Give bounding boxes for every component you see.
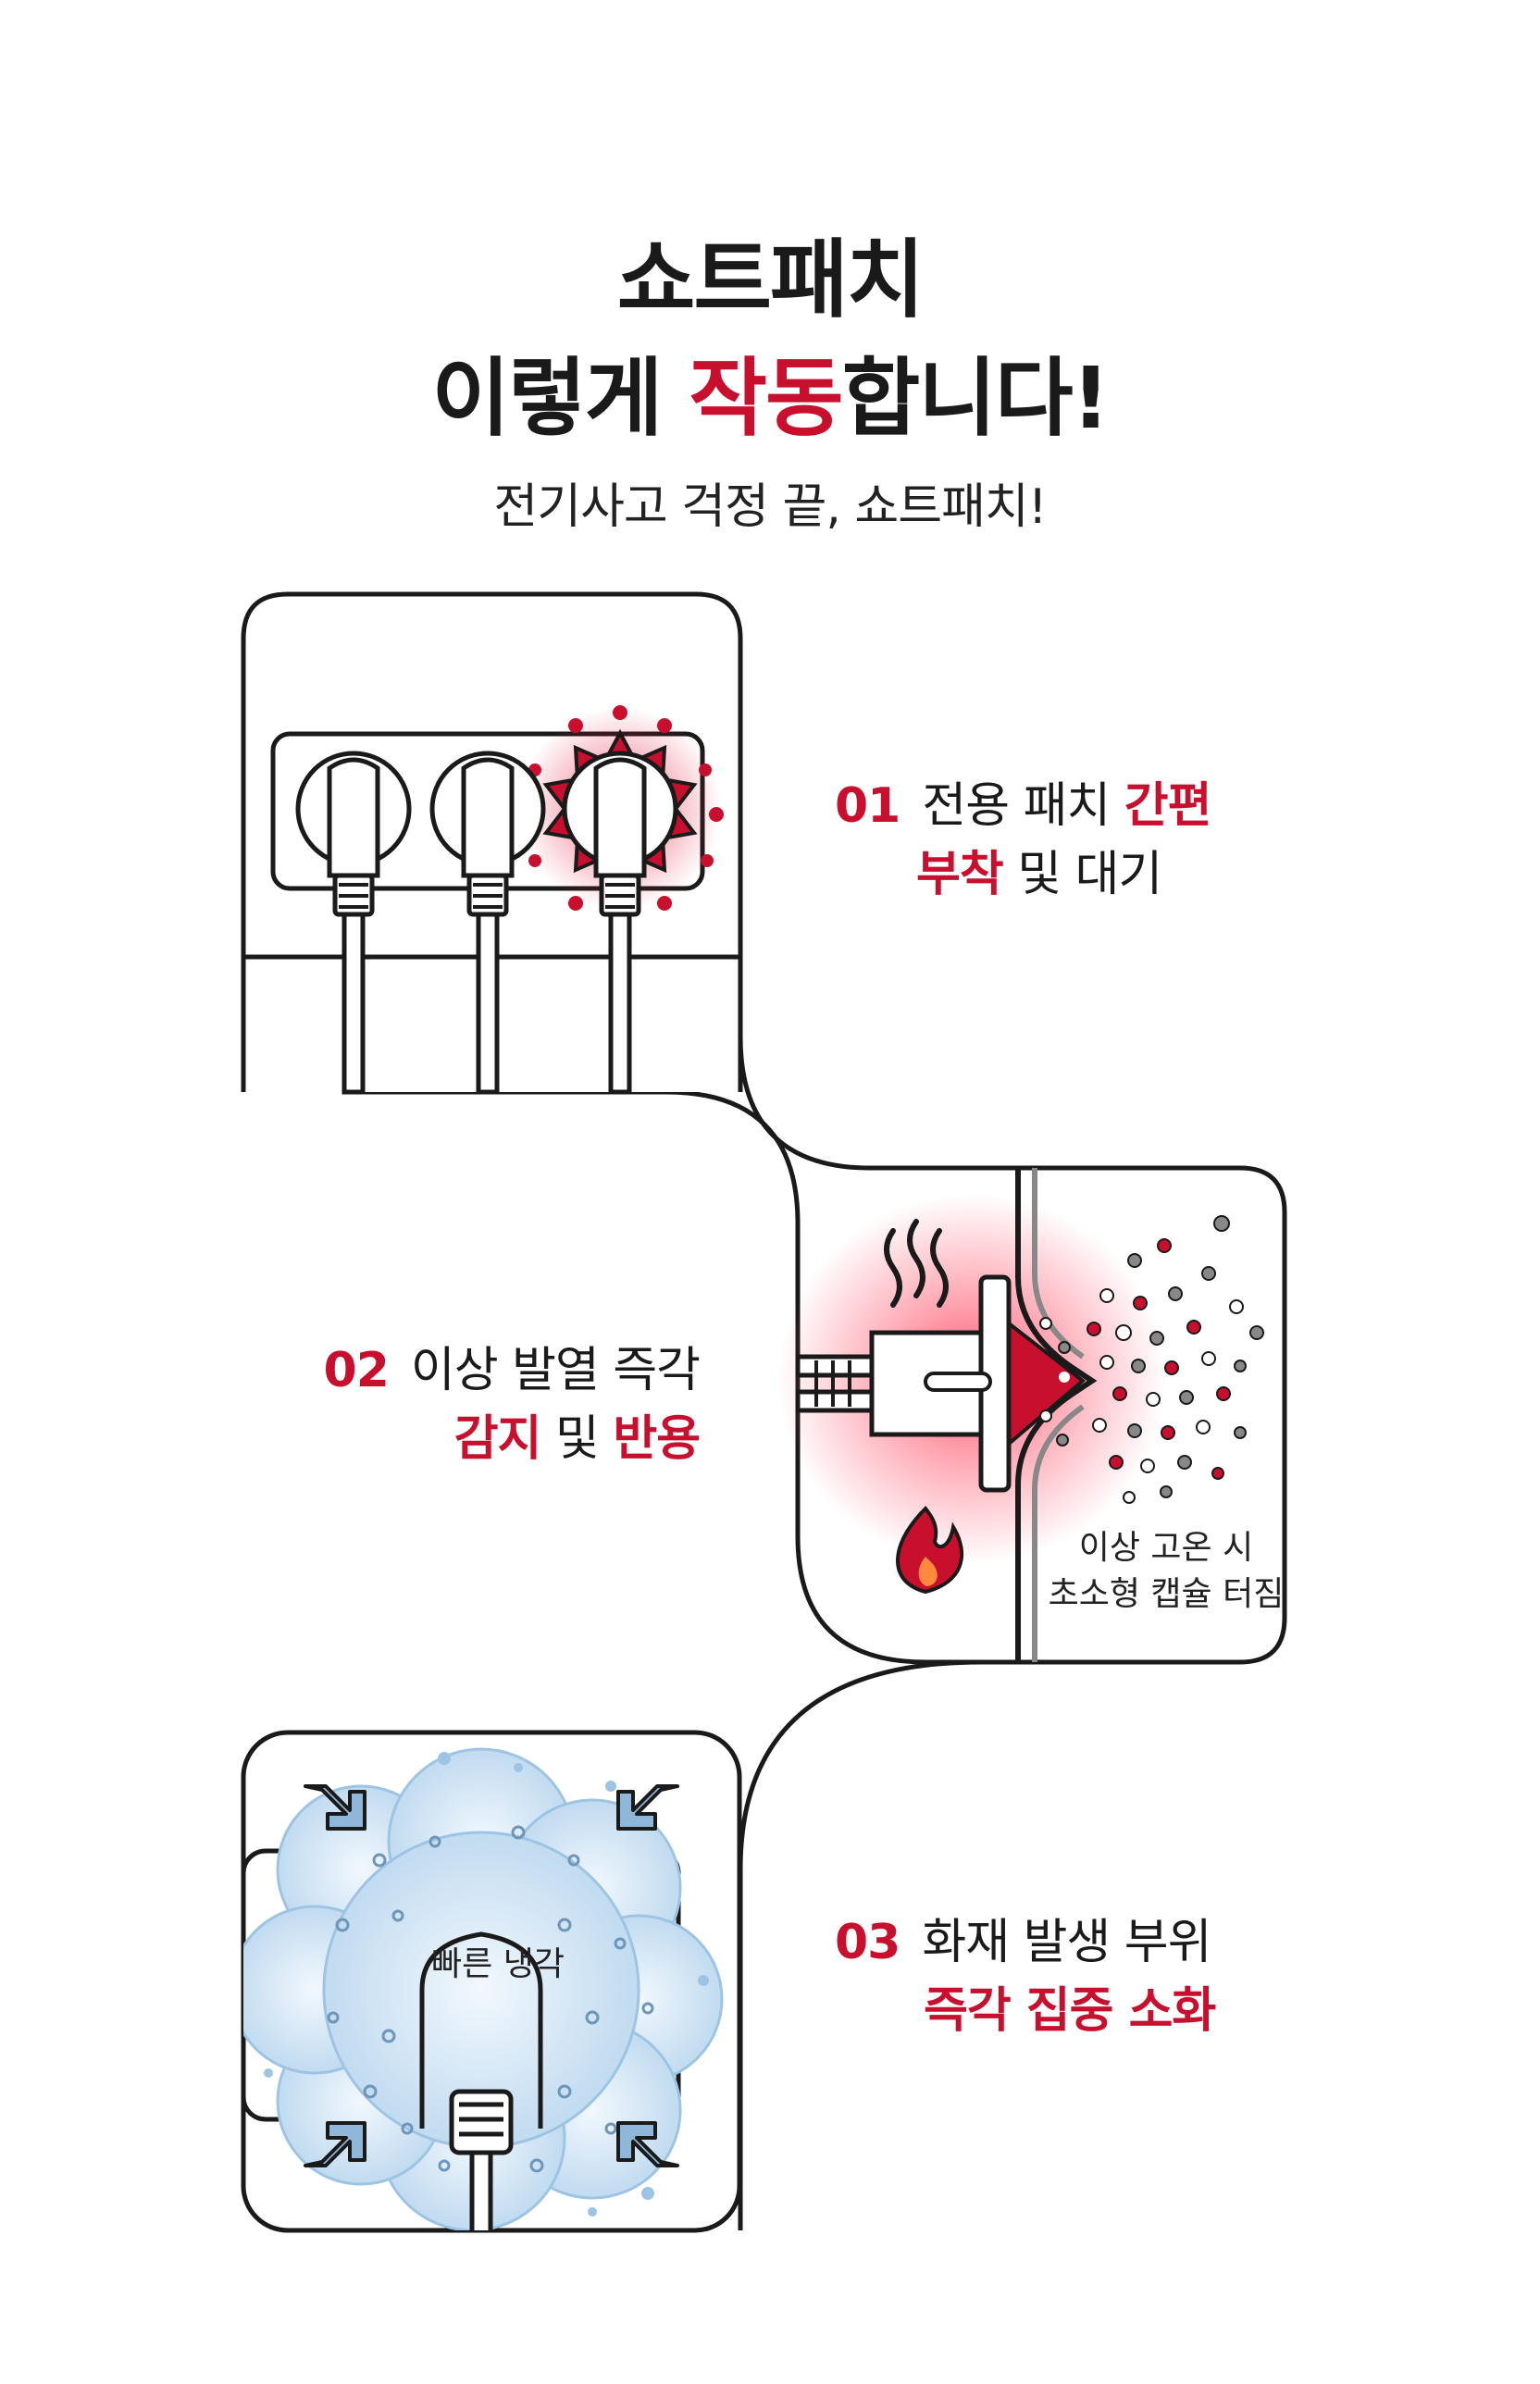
cooling-caption: 빠른 냉각 xyxy=(431,1945,565,1983)
step-2-line1: 이상 발열 즉각 xyxy=(410,1343,701,1398)
step-1-line2-red: 부착 xyxy=(916,847,1004,902)
step-1-line2-plain: 및 대기 xyxy=(1002,847,1162,902)
heat-waves-icon xyxy=(884,1219,949,1308)
step-1-line1-plain: 전용 패치 xyxy=(922,778,1124,834)
step-2-line2-red-b: 반용 xyxy=(613,1411,701,1467)
step-2-line2-plain: 및 xyxy=(540,1411,614,1467)
capsule-caption-line1: 이상 고온 시 xyxy=(1078,1529,1254,1567)
step-3-line1: 화재 발생 부위 xyxy=(922,1915,1211,1970)
step-3-number: 03 xyxy=(835,1915,900,1970)
step-2-line2-red-a: 감지 xyxy=(453,1411,542,1467)
step-1-line1-red: 간편 xyxy=(1124,778,1212,834)
capsule-caption-line2: 초소형 캡슐 터짐 xyxy=(1048,1575,1285,1613)
inward-arrow-icon xyxy=(304,1784,679,2167)
step-3: 03 화재 발생 부위 즉각 집중 소화 xyxy=(835,1908,1216,2045)
panel2-left-curve xyxy=(352,1089,981,1665)
flow-connector xyxy=(738,666,981,1171)
step-3-line2: 즉각 집중 소화 xyxy=(924,1983,1216,2039)
fire-icon xyxy=(896,1506,964,1595)
wall-outline xyxy=(1015,1168,1098,1662)
page-title-line1: 쇼트패치 xyxy=(616,230,925,329)
step-1-number: 01 xyxy=(835,778,900,834)
title-suffix: 합니다! xyxy=(841,349,1111,448)
capsule-particles-icon xyxy=(1039,1215,1264,1504)
capsule-caption: 이상 고온 시 초소형 캡슐 터짐 xyxy=(1037,1525,1296,1618)
page-subtitle: 전기사고 걱정 끝, 쇼트패치! xyxy=(493,479,1047,535)
panel3-right-curve xyxy=(738,1659,982,2230)
panel-step2 xyxy=(777,1165,1287,1665)
panel-step3 xyxy=(241,1730,742,2233)
page-title-line2: 이렇게 작동합니다! xyxy=(0,329,1540,453)
title-highlight: 작동 xyxy=(689,349,843,448)
cooling-cloud-icon xyxy=(243,1747,724,2230)
panel-step1 xyxy=(241,591,743,1095)
step-1: 01 전용 패치 간편 부착 및 대기 xyxy=(835,772,1211,909)
step-2: 02 이상 발열 즉각 감지 및 반용 xyxy=(304,1336,701,1473)
step-2-number: 02 xyxy=(323,1343,390,1398)
title-prefix: 이렇게 xyxy=(431,349,689,448)
